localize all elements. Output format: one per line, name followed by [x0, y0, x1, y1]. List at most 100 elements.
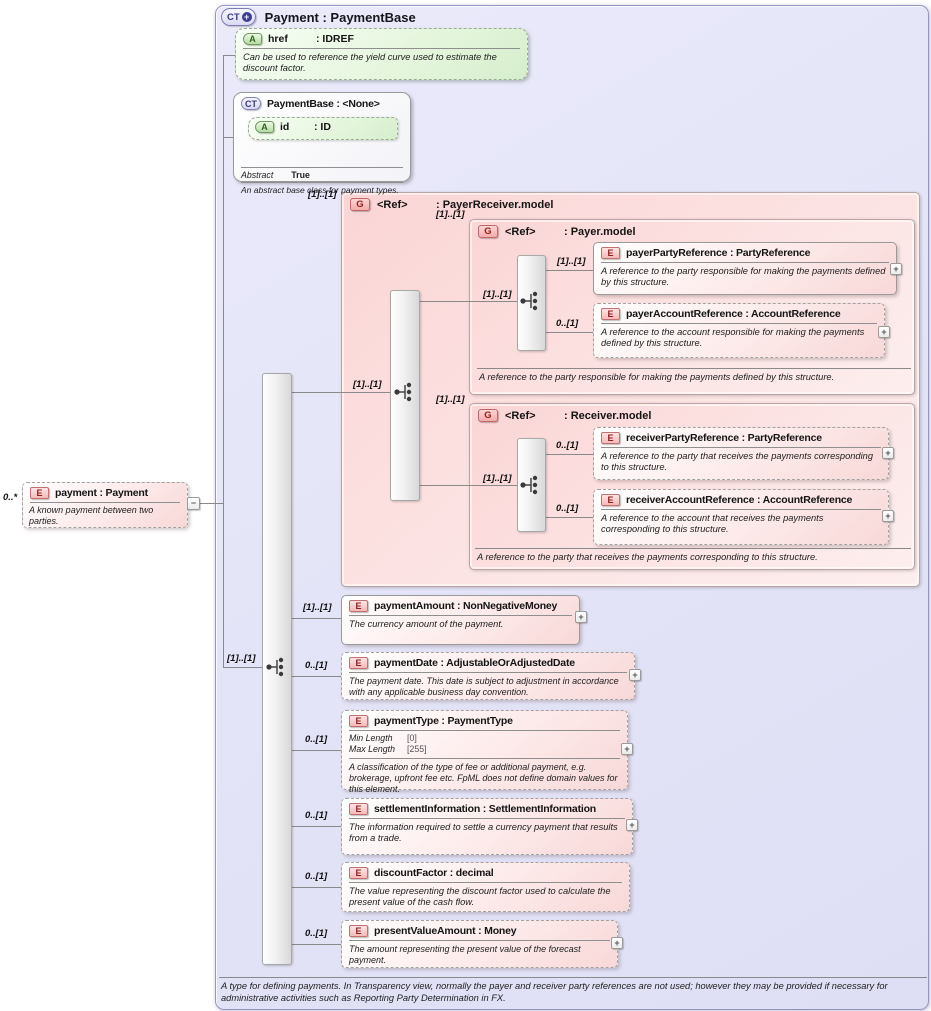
- id-attribute-header: A id : ID: [249, 118, 397, 133]
- sequence-icon: [394, 382, 412, 402]
- facet-value: [0]: [407, 733, 417, 743]
- expand-button[interactable]: +: [882, 510, 894, 522]
- connector-line: [223, 137, 233, 138]
- expand-button[interactable]: +: [882, 447, 894, 459]
- facet-label: Min Length: [349, 733, 393, 743]
- cardinality-label: 0..[1]: [556, 440, 579, 451]
- expand-button[interactable]: +: [626, 819, 638, 831]
- element-badge-icon: E: [601, 308, 620, 320]
- complextype-badge-icon: CT: [241, 97, 261, 110]
- element-badge-icon: E: [30, 487, 49, 499]
- element-description: The currency amount of the payment.: [349, 619, 504, 629]
- element-description: A reference to the account responsible f…: [601, 327, 865, 349]
- group-badge-icon: G: [478, 409, 498, 422]
- paymentbase-title: PaymentBase : <None>: [267, 97, 380, 110]
- element-badge-icon: E: [601, 494, 620, 506]
- divider: [349, 730, 620, 731]
- element-title: paymentType : PaymentType: [374, 715, 513, 727]
- facet-label: Max Length: [349, 744, 395, 755]
- collapse-button[interactable]: −: [187, 497, 200, 510]
- connector-line: [420, 485, 517, 486]
- connector-line: [292, 887, 341, 888]
- cardinality-label: 0..[1]: [305, 810, 328, 821]
- connector-line: [546, 517, 593, 518]
- complextype-expand-badge-icon[interactable]: CT +: [221, 8, 256, 26]
- element-badge-icon: E: [349, 715, 368, 727]
- href-attribute-description: Can be used to reference the yield curve…: [243, 52, 497, 74]
- payer-model-footer: A reference to the party responsible for…: [477, 368, 911, 382]
- expand-button[interactable]: +: [575, 611, 587, 623]
- divider: [349, 882, 622, 883]
- element-title: receiverAccountReference : AccountRefere…: [626, 494, 853, 506]
- element-title: settlementInformation : SettlementInform…: [374, 803, 597, 815]
- id-attribute-box[interactable]: A id : ID: [248, 117, 398, 140]
- cardinality-label: 0..[1]: [305, 928, 328, 939]
- element-badge-icon: E: [349, 925, 368, 937]
- abstract-value: True: [291, 170, 310, 180]
- cardinality-label: [1]..[1]: [436, 209, 465, 220]
- payment-element-box[interactable]: E payment : Payment A known payment betw…: [22, 482, 188, 528]
- receiver-model-footer: A reference to the party that receives t…: [475, 548, 911, 562]
- group-ref-label: <Ref>: [377, 198, 408, 211]
- expand-button[interactable]: +: [611, 937, 623, 949]
- cardinality-label: [1]..[1]: [227, 653, 256, 664]
- cardinality-label: 0..[1]: [305, 871, 328, 882]
- expand-button[interactable]: +: [621, 743, 633, 755]
- connector-line: [546, 454, 593, 455]
- attribute-badge-icon: A: [255, 121, 274, 133]
- paymentbase-type-box[interactable]: CT PaymentBase : <None> A id : ID Abstra…: [233, 92, 411, 195]
- expand-button[interactable]: +: [629, 669, 641, 681]
- group-ref-label: <Ref>: [505, 225, 536, 238]
- attribute-name: href: [268, 33, 288, 45]
- facet-value: [255]: [407, 744, 427, 755]
- abstract-flag-row: Abstract True: [234, 168, 410, 181]
- element-description: A reference to the party responsible for…: [601, 266, 886, 288]
- connector-line: [292, 750, 341, 751]
- cardinality-label: 0..[1]: [305, 734, 328, 745]
- facet-row: Max Length [255]: [349, 744, 620, 755]
- attribute-type: : ID: [314, 121, 331, 133]
- element-badge-icon: E: [349, 600, 368, 612]
- connector-line: [223, 667, 262, 668]
- payment-element-title: payment : Payment: [55, 487, 148, 499]
- group-type-label: : Payer.model: [564, 225, 636, 238]
- connector-line: [546, 270, 593, 271]
- element-description: The value representing the discount fact…: [349, 886, 611, 908]
- element-title: discountFactor : decimal: [374, 867, 494, 879]
- element-badge-icon: E: [349, 803, 368, 815]
- paymentbase-header: CT PaymentBase : <None>: [234, 93, 410, 111]
- connector-line: [292, 944, 341, 945]
- cardinality-label: 0..[1]: [556, 318, 579, 329]
- cardinality-label: 0..[1]: [305, 660, 328, 671]
- receiver-model-header: G <Ref> : Receiver.model: [470, 404, 914, 427]
- group-badge-icon: G: [478, 225, 498, 238]
- expand-plus-icon: +: [241, 12, 252, 22]
- connector-line: [546, 332, 593, 333]
- href-attribute-box[interactable]: A href : IDREF Can be used to reference …: [235, 28, 528, 80]
- abstract-label: Abstract: [241, 170, 274, 180]
- expand-button[interactable]: +: [878, 326, 890, 338]
- element-title: payerAccountReference : AccountReference: [626, 308, 841, 320]
- element-description: The amount representing the present valu…: [349, 944, 581, 965]
- cardinality-label: [1]..[1]: [308, 189, 337, 200]
- element-description: A classification of the type of fee or a…: [349, 761, 618, 794]
- expand-button[interactable]: +: [890, 263, 902, 275]
- group-type-label: : Receiver.model: [564, 409, 652, 422]
- element-title: paymentAmount : NonNegativeMoney: [374, 600, 558, 612]
- connector-line: [292, 676, 341, 677]
- divider: [601, 447, 881, 448]
- element-badge-icon: E: [601, 247, 620, 259]
- group-type-label: : PayerReceiver.model: [436, 198, 554, 211]
- cardinality-label: [1]..[1]: [436, 394, 465, 405]
- divider: [241, 182, 403, 183]
